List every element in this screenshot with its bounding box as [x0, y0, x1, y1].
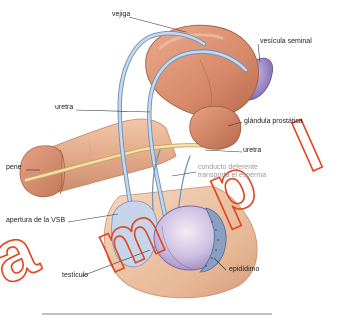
label-vejiga: vejiga: [112, 11, 130, 19]
label-uretra-right: uretra: [243, 147, 261, 155]
leader-vejiga: [129, 17, 186, 32]
label-epididimo: epidídimo: [229, 266, 259, 274]
label-conducto-line1: conducto deferente: [198, 164, 258, 172]
label-vesicula-seminal: vesícula seminal: [260, 38, 312, 46]
leader-uretra-upper: [76, 110, 150, 112]
label-pene: pene: [6, 164, 22, 172]
label-glandula-prostatica: glándula prostática: [244, 118, 303, 126]
label-testiculo: testículo: [62, 272, 88, 280]
label-apertura-vsb: apertura de la VSB: [6, 217, 65, 225]
label-uretra-upper: uretra: [55, 104, 73, 112]
label-conducto-line2: transporta el esperma: [198, 172, 266, 180]
